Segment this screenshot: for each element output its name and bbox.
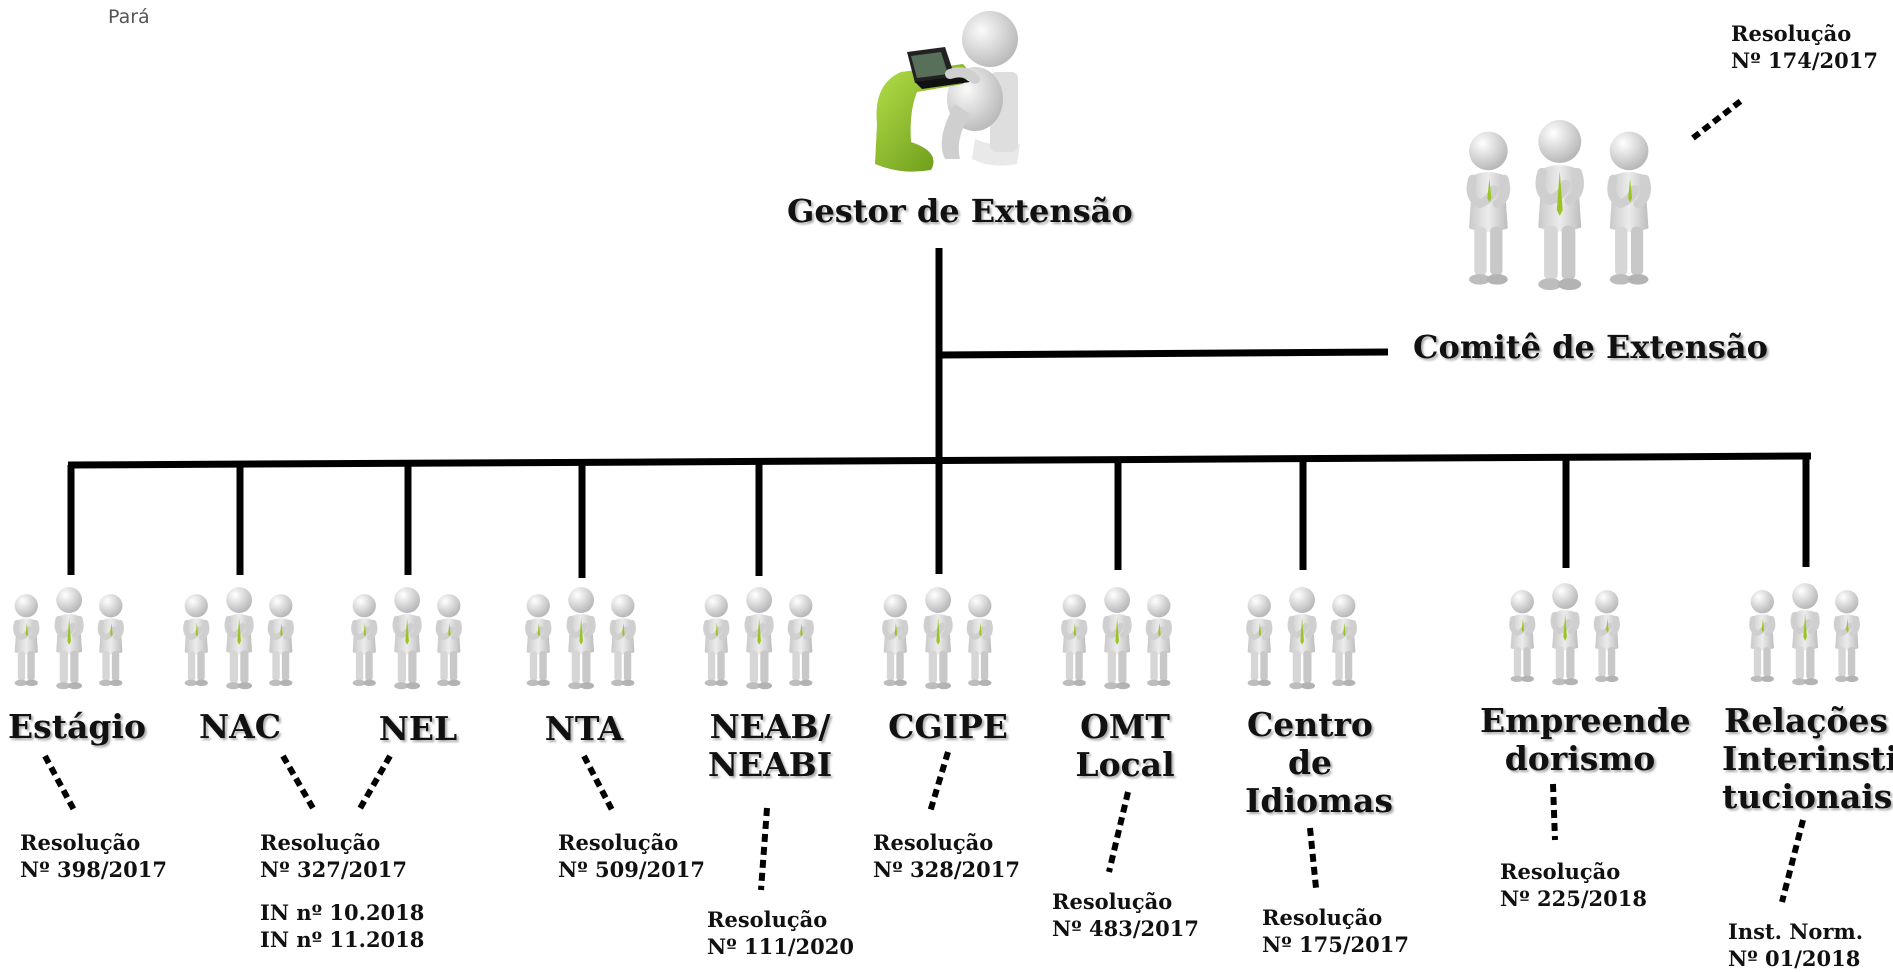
dotted-nta (581, 754, 615, 812)
laptop-desk-person-icon (855, 4, 1025, 188)
resolution-idiomas: Resolução Nº 175/2017 (1262, 904, 1409, 958)
dotted-empreendedorismo (1550, 783, 1558, 841)
unit-title-omt: OMT Local (1075, 707, 1175, 784)
dotted-nel (355, 754, 393, 814)
comite-title: Comitê de Extensão (1413, 328, 1768, 366)
unit-title-estagio: Estágio (8, 707, 146, 746)
res-line: Resolução (1500, 859, 1621, 884)
unit-title-cgipe: CGIPE (888, 707, 1008, 746)
person-icon (522, 586, 652, 698)
res-line: Resolução (873, 830, 994, 855)
comite-people-icon (1462, 118, 1677, 302)
unit-title-nta: NTA (544, 709, 624, 748)
resolution-empreendedorismo: Resolução Nº 225/2018 (1500, 858, 1647, 912)
person-icon (1058, 586, 1188, 698)
resolution-cgipe: Resolução Nº 328/2017 (873, 829, 1020, 883)
person-icon (180, 586, 310, 698)
unit-title-relacoes: Relações Interinsti tucionais (1722, 701, 1893, 816)
res-line: Nº 327/2017 (260, 857, 407, 882)
res-line: IN nº 10.2018 (260, 900, 425, 925)
person-icon (700, 586, 830, 698)
unit-title-nel: NEL (378, 709, 458, 748)
resolution-omt: Resolução Nº 483/2017 (1052, 888, 1199, 942)
res-line: Nº 398/2017 (20, 857, 167, 882)
unit-title-nac: NAC (198, 707, 282, 746)
dotted-cgipe (927, 751, 951, 813)
horizontal-bus-line (67, 452, 1812, 469)
resolution-estagio: Resolução Nº 398/2017 (20, 829, 167, 883)
res-line: Nº 175/2017 (1262, 932, 1409, 957)
person-icon (1506, 582, 1636, 694)
res-line: Resolução (707, 907, 828, 932)
person-icon (879, 586, 1009, 698)
dotted-omt (1106, 791, 1131, 873)
unit-title-empreendedorismo: Empreende dorismo (1480, 701, 1691, 778)
gestor-title: Gestor de Extensão (787, 192, 1133, 230)
comite-branch-line (938, 348, 1389, 359)
res-line: Resolução (558, 830, 679, 855)
person-icon (10, 586, 140, 698)
res-line: Resolução (1052, 889, 1173, 914)
dotted-idiomas (1307, 827, 1319, 889)
dotted-neab (758, 807, 770, 891)
unit-title-idiomas: Centro de Idiomas (1245, 705, 1393, 820)
resolution-nac: Resolução Nº 327/2017 IN nº 10.2018 IN n… (260, 829, 424, 953)
resolution-neab: Resolução Nº 111/2020 (707, 906, 854, 960)
res-line: Nº 01/2018 (1728, 946, 1861, 971)
res-line: Resolução (260, 830, 381, 855)
resolution-relacoes: Inst. Norm. Nº 01/2018 (1728, 918, 1863, 972)
person-icon (1243, 586, 1373, 698)
res-line: Nº 483/2017 (1052, 916, 1199, 941)
res-line: Nº 111/2020 (707, 934, 854, 959)
res-line: Resolução (1262, 905, 1383, 930)
dotted-nac (280, 754, 317, 812)
res-line: Resolução (20, 830, 141, 855)
comite-res-line1: Resolução (1731, 21, 1852, 46)
res-line: Inst. Norm. (1728, 919, 1864, 944)
person-icon (1746, 582, 1876, 694)
comite-resolution: Resolução Nº 174/2017 (1731, 20, 1878, 74)
header-text: Pará (108, 6, 150, 28)
res-spacer (260, 883, 424, 899)
unit-title-neab: NEAB/ NEABI (707, 707, 833, 784)
res-line: Nº 328/2017 (873, 857, 1020, 882)
dotted-comite (1691, 97, 1744, 141)
res-line: Nº 225/2018 (1500, 886, 1647, 911)
resolution-nta: Resolução Nº 509/2017 (558, 829, 705, 883)
comite-res-line2: Nº 174/2017 (1731, 48, 1878, 73)
res-line: IN nº 11.2018 (260, 927, 425, 952)
dotted-estagio (42, 754, 77, 812)
dotted-relacoes (1779, 819, 1806, 903)
person-icon (348, 586, 478, 698)
res-line: Nº 509/2017 (558, 857, 705, 882)
